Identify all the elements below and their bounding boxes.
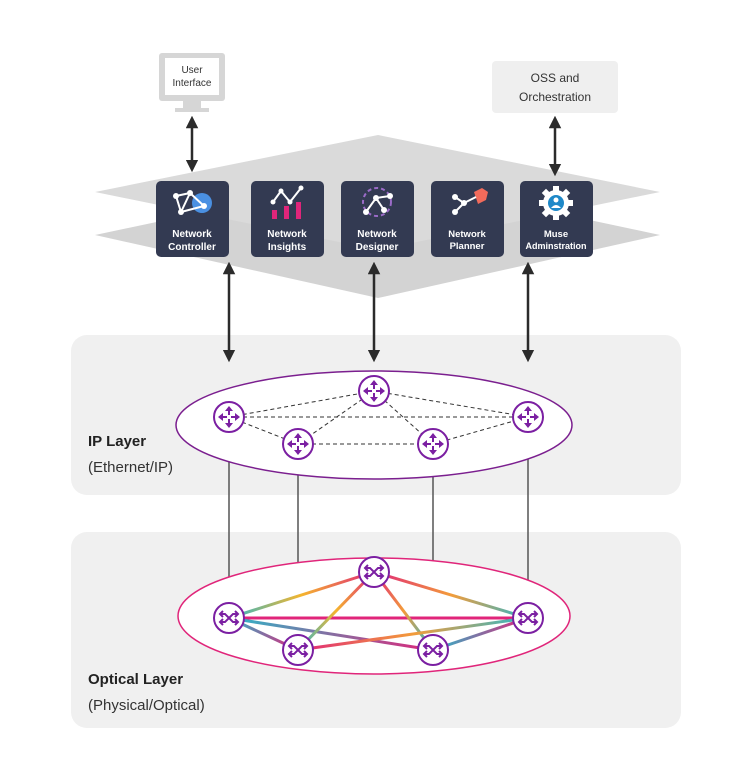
app-label-line1: Network (357, 229, 397, 240)
optical-layer-subtitle: (Physical/Optical) (88, 697, 205, 714)
app-label-line2: Controller (168, 242, 216, 253)
ip-router-node (282, 428, 314, 460)
ip-router-node (512, 401, 544, 433)
planner-graph-icon (452, 188, 488, 215)
ip-router-node (358, 375, 390, 407)
ip-layer-subtitle: (Ethernet/IP) (88, 459, 173, 476)
app-tile-network-insights[interactable]: Network Insights (251, 181, 324, 257)
app-label-line1: Network (172, 229, 212, 240)
ip-router-node (417, 428, 449, 460)
insights-chart-icon (270, 185, 304, 219)
app-label-line2: Planner (450, 241, 485, 252)
router-arrows-icon (517, 406, 539, 428)
app-tile-network-designer[interactable]: Network Designer (341, 181, 414, 257)
optical-switch-node (358, 556, 390, 588)
router-arrows-icon (218, 406, 240, 428)
switch-cross-icon (363, 564, 385, 580)
switch-cross-icon (517, 610, 539, 626)
ui-label-line1: User (181, 65, 203, 76)
optical-switch-node (213, 602, 245, 634)
app-label-line1: Network (267, 229, 307, 240)
router-arrows-icon (363, 380, 385, 402)
app-label-line1: Muse (544, 229, 568, 240)
app-tile-network-controller[interactable]: Network Controller (156, 181, 229, 257)
app-label-line2: Adminstration (525, 241, 586, 251)
ip-routers (213, 375, 544, 460)
optical-switch-node (282, 634, 314, 666)
app-tile-muse-administration[interactable]: Muse Adminstration (520, 181, 593, 257)
app-tile-network-planner[interactable]: Network Planner (431, 181, 504, 257)
ip-router-node (213, 401, 245, 433)
controller-graph-icon (173, 190, 212, 215)
oss-box (492, 61, 618, 113)
router-arrows-icon (422, 433, 444, 455)
switch-cross-icon (422, 642, 444, 658)
app-label-line2: Insights (268, 242, 307, 253)
optical-switch-node (512, 602, 544, 634)
oss-label-line2: Orchestration (519, 90, 591, 104)
router-arrows-icon (287, 433, 309, 455)
optical-switches (213, 556, 544, 666)
admin-gear-icon (539, 186, 573, 220)
switch-cross-icon (287, 642, 309, 658)
optical-links (228, 570, 529, 652)
ip-layer-ring (175, 370, 573, 480)
optical-switch-node (417, 634, 449, 666)
app-label-line2: Designer (356, 242, 399, 253)
ui-label-line2: Interface (173, 78, 212, 89)
switch-cross-icon (218, 610, 240, 626)
ip-layer-title: IP Layer (88, 433, 146, 450)
oss-orchestration: OSS and Orchestration (492, 61, 618, 113)
app-label-line1: Network (448, 229, 486, 240)
user-interface: User Interface (159, 53, 225, 112)
optical-layer-title: Optical Layer (88, 671, 183, 688)
designer-graph-icon (362, 187, 393, 217)
oss-label-line1: OSS and (531, 71, 580, 85)
